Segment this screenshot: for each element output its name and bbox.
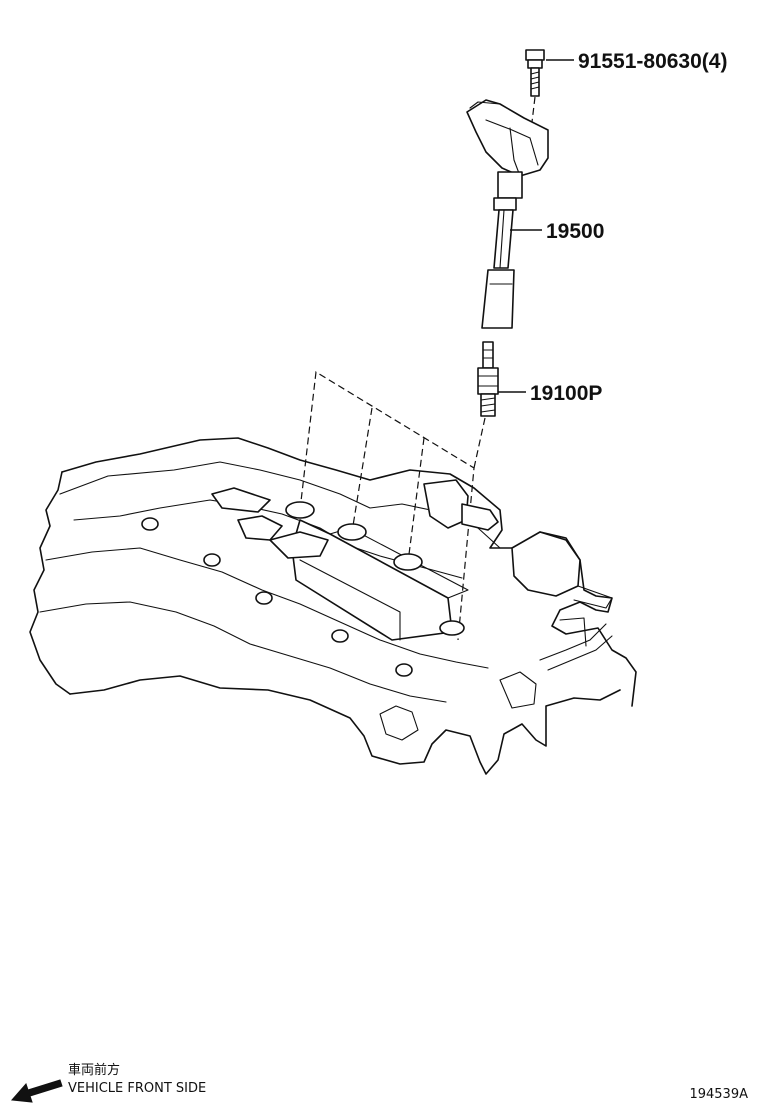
part-label-ignition-coil: 19500 (546, 220, 604, 243)
bolt-drawing (525, 49, 545, 123)
arrow-left-down-icon (10, 1079, 63, 1103)
orientation-label-jp: 車両前方 (68, 1062, 120, 1078)
vehicle-front-indicator: 車両前方 VEHICLE FRONT SIDE (10, 1062, 206, 1103)
engine-head-drawing (29, 437, 637, 775)
installation-guide-lines (299, 371, 475, 641)
figure-id: 194539A (689, 1087, 748, 1102)
spark-plug-drawing (473, 341, 499, 469)
orientation-label-en: VEHICLE FRONT SIDE (68, 1081, 206, 1096)
part-label-spark-plug: 19100P (530, 382, 602, 405)
part-label-bolt: 91551-80630(4) (578, 50, 727, 73)
ignition-coil-drawing (466, 99, 549, 329)
